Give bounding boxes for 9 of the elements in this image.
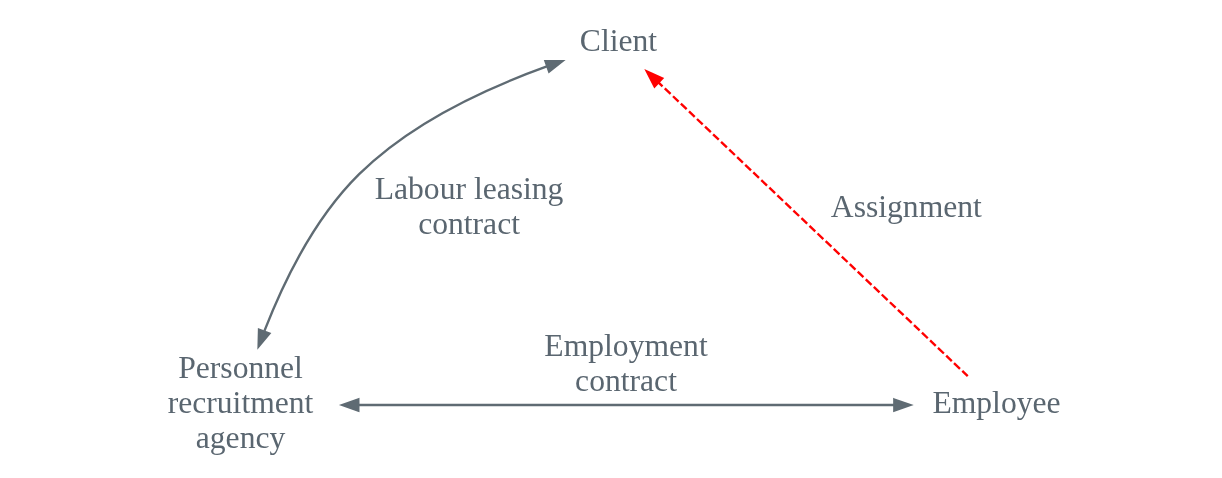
node-text: Employee [932,384,1061,420]
edge-label: Labour leasing contract [374,171,564,242]
arrow [257,59,566,350]
edge-label: Employment contract [544,328,708,398]
node-text: Client [579,22,658,58]
arrow [644,69,969,378]
node-text: Personnel recruitment agency [167,350,314,455]
edge-label: Assignment [830,188,982,224]
arrow [338,397,914,413]
